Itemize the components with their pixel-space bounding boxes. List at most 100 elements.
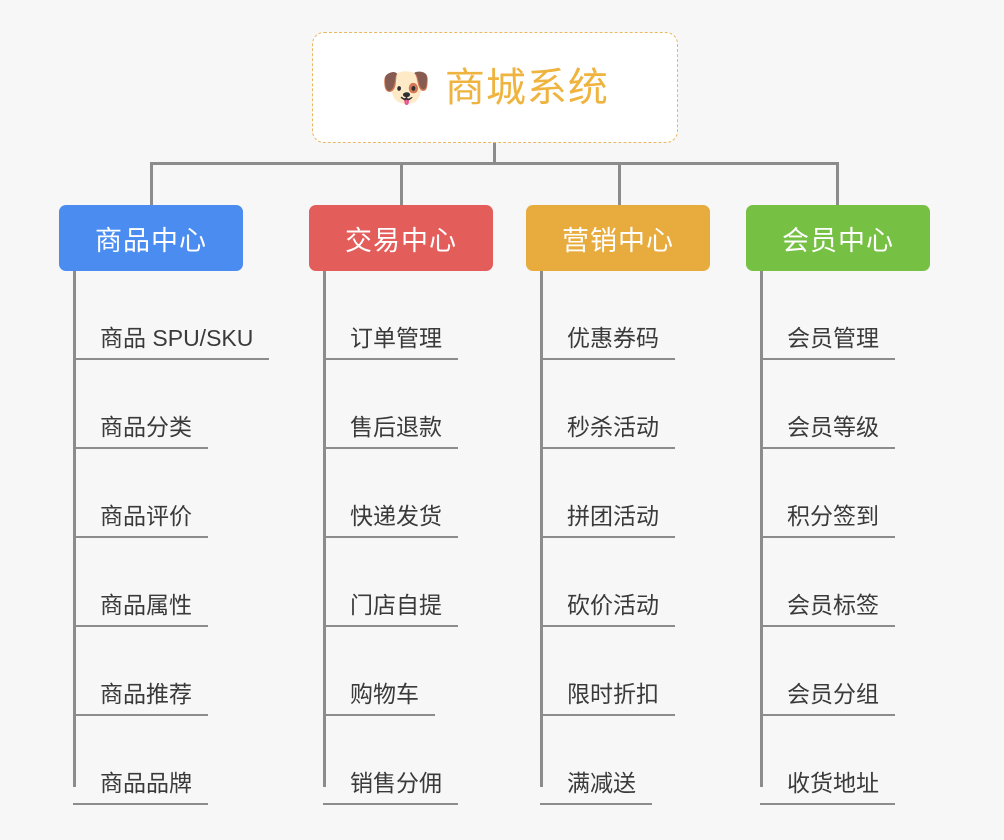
leaf-item-underline: 会员标签 [760, 591, 895, 627]
leaf-item[interactable]: 限时折扣 [526, 627, 746, 716]
leaf-list-trade-center: 订单管理售后退款快递发货门店自提购物车销售分佣 [309, 271, 529, 805]
leaf-item-label: 商品分类 [100, 413, 192, 440]
leaf-item[interactable]: 秒杀活动 [526, 360, 746, 449]
leaf-item[interactable]: 会员管理 [746, 271, 966, 360]
leaf-item[interactable]: 商品属性 [59, 538, 279, 627]
leaf-item-label: 满减送 [567, 769, 636, 796]
leaf-item-label: 快递发货 [350, 502, 442, 529]
leaf-item[interactable]: 订单管理 [309, 271, 529, 360]
root-node-mall-system[interactable]: 🐶 商城系统 [312, 32, 678, 143]
category-header-trade-center[interactable]: 交易中心 [309, 205, 493, 271]
leaf-item-underline: 商品 SPU/SKU [73, 324, 270, 360]
leaf-item[interactable]: 积分签到 [746, 449, 966, 538]
root-node-label: 商城系统 [444, 65, 609, 110]
connector-horizontal-bus [150, 162, 839, 165]
leaf-item-underline: 优惠券码 [540, 324, 675, 360]
leaf-item-underline: 门店自提 [323, 591, 458, 627]
column-member-center: 会员中心会员管理会员等级积分签到会员标签会员分组收货地址 [746, 205, 966, 805]
category-header-marketing-center[interactable]: 营销中心 [526, 205, 710, 271]
leaf-item-underline: 满减送 [540, 769, 652, 805]
connector-spine [73, 271, 76, 787]
leaf-item-label: 商品 SPU/SKU [100, 324, 254, 351]
leaf-item-label: 限时折扣 [567, 680, 659, 707]
leaf-item-label: 会员分组 [787, 680, 879, 707]
leaf-item-underline: 订单管理 [323, 324, 458, 360]
leaf-item-underline: 会员等级 [760, 413, 895, 449]
connector-drop-3 [618, 162, 621, 205]
connector-drop-4 [836, 162, 839, 205]
leaf-item-underline: 收货地址 [760, 769, 895, 805]
leaf-item[interactable]: 门店自提 [309, 538, 529, 627]
leaf-item[interactable]: 商品品牌 [59, 716, 279, 805]
leaf-item[interactable]: 售后退款 [309, 360, 529, 449]
leaf-item-underline: 会员分组 [760, 680, 895, 716]
leaf-item-underline: 商品分类 [73, 413, 208, 449]
leaf-item[interactable]: 商品分类 [59, 360, 279, 449]
category-header-product-center[interactable]: 商品中心 [59, 205, 243, 271]
leaf-item-label: 商品属性 [100, 591, 192, 618]
leaf-item-label: 商品品牌 [100, 769, 192, 796]
leaf-item[interactable]: 会员标签 [746, 538, 966, 627]
leaf-item-label: 门店自提 [350, 591, 442, 618]
leaf-item[interactable]: 优惠券码 [526, 271, 746, 360]
leaf-item[interactable]: 会员等级 [746, 360, 966, 449]
leaf-item-label: 会员管理 [787, 324, 879, 351]
connector-drop-2 [400, 162, 403, 205]
leaf-item-label: 商品评价 [100, 502, 192, 529]
leaf-item[interactable]: 商品推荐 [59, 627, 279, 716]
connector-drop-1 [150, 162, 153, 205]
leaf-list-product-center: 商品 SPU/SKU 商品分类商品评价商品属性商品推荐商品品牌 [59, 271, 279, 805]
leaf-item-underline: 砍价活动 [540, 591, 675, 627]
leaf-item-label: 售后退款 [350, 413, 442, 440]
leaf-list-member-center: 会员管理会员等级积分签到会员标签会员分组收货地址 [746, 271, 966, 805]
leaf-item[interactable]: 销售分佣 [309, 716, 529, 805]
leaf-item-underline: 销售分佣 [323, 769, 458, 805]
column-product-center: 商品中心商品 SPU/SKU 商品分类商品评价商品属性商品推荐商品品牌 [59, 205, 279, 805]
leaf-item-underline: 秒杀活动 [540, 413, 675, 449]
leaf-item-label: 销售分佣 [350, 769, 442, 796]
leaf-item-label: 优惠券码 [567, 324, 659, 351]
leaf-item-label: 收货地址 [787, 769, 879, 796]
leaf-item[interactable]: 满减送 [526, 716, 746, 805]
column-marketing-center: 营销中心优惠券码秒杀活动拼团活动砍价活动限时折扣满减送 [526, 205, 746, 805]
leaf-item-label: 秒杀活动 [567, 413, 659, 440]
connector-spine [760, 271, 763, 787]
shiba-dog-face-icon: 🐶 [381, 65, 431, 110]
leaf-item[interactable]: 购物车 [309, 627, 529, 716]
leaf-item-label: 拼团活动 [567, 502, 659, 529]
leaf-item[interactable]: 砍价活动 [526, 538, 746, 627]
leaf-item[interactable]: 拼团活动 [526, 449, 746, 538]
leaf-item-label: 订单管理 [350, 324, 442, 351]
leaf-item-underline: 积分签到 [760, 502, 895, 538]
leaf-item-label: 会员标签 [787, 591, 879, 618]
category-header-member-center[interactable]: 会员中心 [746, 205, 930, 271]
leaf-item-label: 积分签到 [787, 502, 879, 529]
leaf-item-underline: 商品属性 [73, 591, 208, 627]
leaf-item-underline: 快递发货 [323, 502, 458, 538]
leaf-item[interactable]: 快递发货 [309, 449, 529, 538]
column-trade-center: 交易中心订单管理售后退款快递发货门店自提购物车销售分佣 [309, 205, 529, 805]
leaf-item-underline: 售后退款 [323, 413, 458, 449]
leaf-item-underline: 购物车 [323, 680, 435, 716]
leaf-item-label: 会员等级 [787, 413, 879, 440]
leaf-item-underline: 拼团活动 [540, 502, 675, 538]
category-header-label: 交易中心 [345, 225, 457, 256]
leaf-item[interactable]: 商品 SPU/SKU [59, 271, 279, 360]
connector-spine [323, 271, 326, 787]
category-header-label: 营销中心 [562, 225, 674, 256]
category-header-label: 会员中心 [782, 225, 894, 256]
connector-spine [540, 271, 543, 787]
leaf-item[interactable]: 商品评价 [59, 449, 279, 538]
connector-trunk [493, 143, 496, 164]
leaf-item[interactable]: 收货地址 [746, 716, 966, 805]
leaf-item[interactable]: 会员分组 [746, 627, 966, 716]
leaf-list-marketing-center: 优惠券码秒杀活动拼团活动砍价活动限时折扣满减送 [526, 271, 746, 805]
leaf-item-label: 购物车 [350, 680, 419, 707]
leaf-item-underline: 商品推荐 [73, 680, 208, 716]
leaf-item-label: 砍价活动 [567, 591, 659, 618]
leaf-item-label: 商品推荐 [100, 680, 192, 707]
leaf-item-underline: 商品品牌 [73, 769, 208, 805]
leaf-item-underline: 限时折扣 [540, 680, 675, 716]
leaf-item-underline: 会员管理 [760, 324, 895, 360]
